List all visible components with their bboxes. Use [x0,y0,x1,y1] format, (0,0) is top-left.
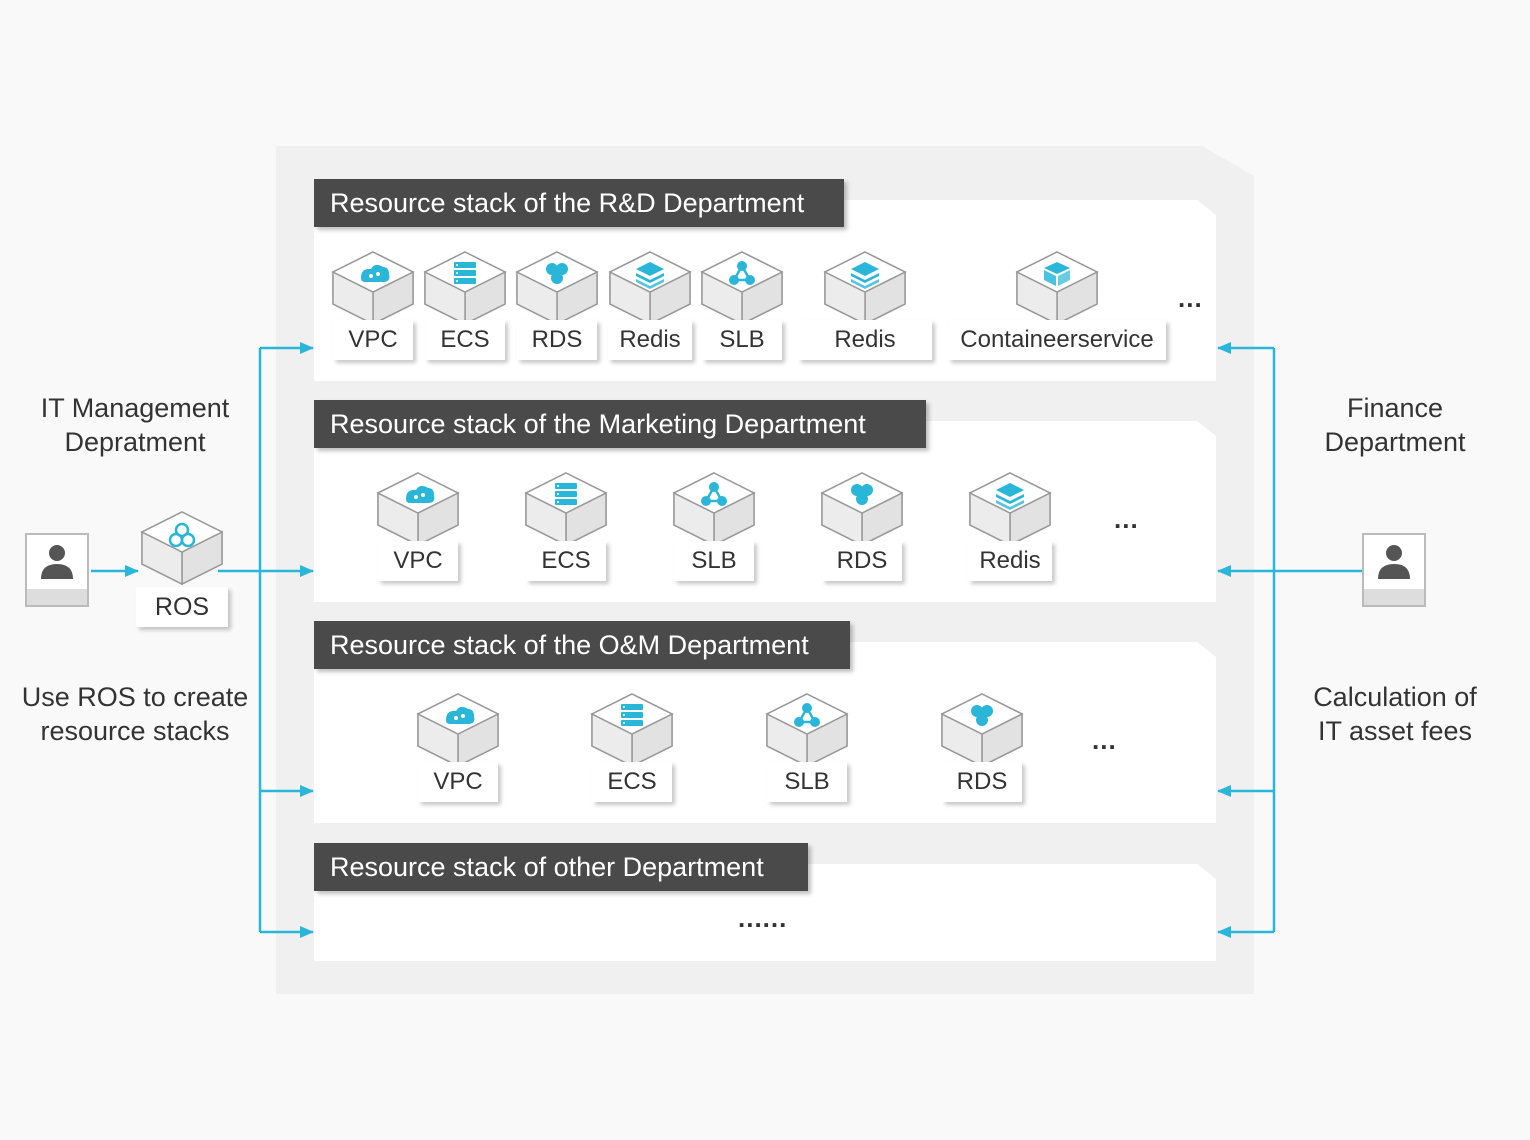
resource-redis[interactable] [823,250,907,326]
resource-label: ECS [425,320,505,360]
ecs-icon [525,472,607,546]
ros-icon [140,511,224,586]
vpc-icon [417,693,499,767]
resource-label: RDS [942,762,1022,802]
redis-icon [969,472,1051,546]
slb-icon [701,251,783,325]
resource-vpc[interactable] [416,692,500,768]
resource-label: Redis [798,320,932,360]
ros-description-line1: Use ROS to create [21,682,249,712]
redis-icon [609,251,691,325]
resource-label: ECS [592,762,672,802]
slb-icon [766,693,848,767]
resource-rds[interactable] [515,250,599,326]
stack-rd-title: Resource stack of the R&D Department [314,179,844,227]
resource-slb[interactable] [765,692,849,768]
resource-redis[interactable] [608,250,692,326]
finance-description: Calculation of IT asset fees [1290,680,1500,748]
resource-container-service[interactable] [1015,250,1099,326]
vpc-icon [377,472,459,546]
resource-ecs[interactable] [590,692,674,768]
stack-marketing-department: Resource stack of the Marketing Departme… [314,400,1216,602]
it-management-title-line2: Depratment [64,427,206,457]
stack-other-department: Resource stack of other Department .....… [314,843,1216,961]
finance-description-line1: Calculation of [1313,682,1477,712]
rds-icon [821,472,903,546]
stack-other-title: Resource stack of other Department [314,843,808,891]
rds-icon [941,693,1023,767]
resource-label: Containeerservice [948,320,1166,360]
resource-label: VPC [333,320,413,360]
resource-rds[interactable] [820,471,904,547]
container-service-icon [1016,251,1098,325]
resource-rds[interactable] [940,692,1024,768]
stack-rd-department: Resource stack of the R&D Department VPC… [314,179,1216,381]
resource-ecs[interactable] [524,471,608,547]
more-ellipsis: ... [1178,283,1203,313]
resource-vpc[interactable] [376,471,460,547]
resource-slb[interactable] [700,250,784,326]
stack-marketing-title: Resource stack of the Marketing Departme… [314,400,926,448]
it-admin-user-icon [25,533,89,607]
resource-label: SLB [702,320,782,360]
finance-title-line2: Department [1324,427,1466,457]
finance-description-line2: IT asset fees [1317,716,1473,746]
rds-icon [516,251,598,325]
resource-ecs[interactable] [423,250,507,326]
resource-slb[interactable] [672,471,756,547]
more-ellipsis: ... [1114,504,1139,534]
finance-title-line1: Finance [1346,393,1444,423]
ecs-icon [591,693,673,767]
resource-label: RDS [517,320,597,360]
resource-redis[interactable] [968,471,1052,547]
ros-description-line2: resource stacks [40,716,230,746]
stack-om-title: Resource stack of the O&M Department [314,621,850,669]
it-management-title-line1: IT Management [40,393,230,423]
resource-label: SLB [674,541,754,581]
resource-label: Redis [968,541,1052,581]
resource-label: VPC [378,541,458,581]
resource-label: VPC [418,762,498,802]
slb-icon [673,472,755,546]
resource-label: Redis [608,320,692,360]
ecs-icon [424,251,506,325]
more-ellipsis: ...... [738,903,788,933]
resource-vpc[interactable] [331,250,415,326]
resource-label: SLB [767,762,847,802]
ros-label: ROS [136,587,228,627]
finance-title: Finance Department [1290,391,1500,459]
ros-description: Use ROS to create resource stacks [15,680,255,748]
finance-user-icon [1362,533,1426,607]
resource-label: RDS [822,541,902,581]
it-management-title: IT Management Depratment [20,391,250,459]
more-ellipsis: ... [1092,725,1117,755]
redis-icon [824,251,906,325]
stack-om-department: Resource stack of the O&M Department VPC… [314,621,1216,823]
vpc-icon [332,251,414,325]
resource-label: ECS [526,541,606,581]
